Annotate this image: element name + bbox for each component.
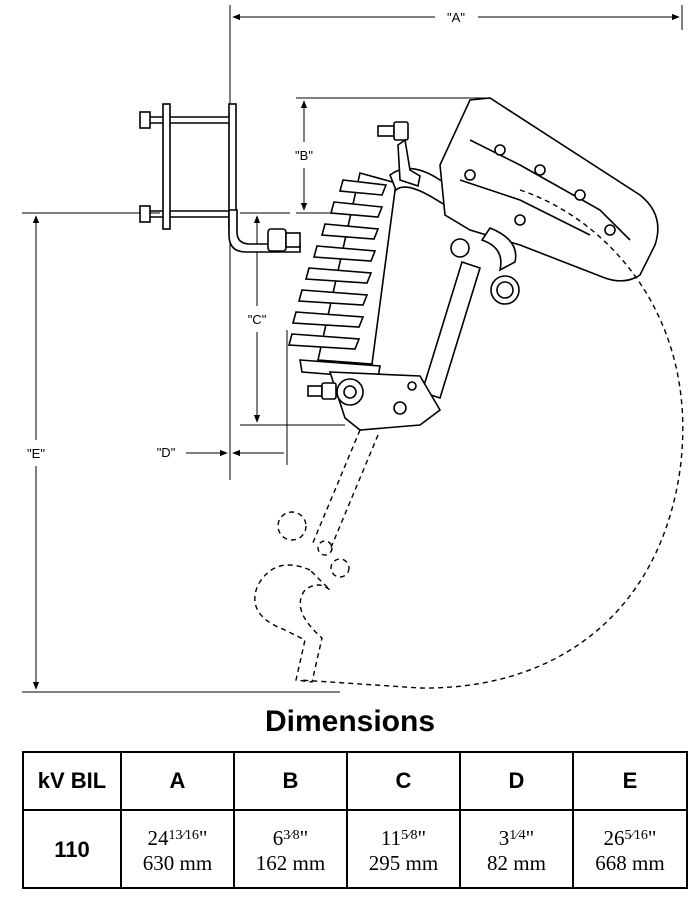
cell-b: 63⁄8" 162 mm — [233, 809, 348, 889]
dimension-d: "D" — [157, 330, 288, 465]
cell-a: 2413⁄16" 630 mm — [120, 809, 235, 889]
table-row: 110 2413⁄16" 630 mm 63⁄8" 162 mm 115⁄8" … — [22, 809, 688, 889]
header-a: A — [120, 751, 235, 811]
cell-a-inches: 2413⁄16" — [147, 825, 208, 850]
dimension-e: "E" — [22, 212, 340, 693]
table-header-row: kV BIL A B C D E — [22, 751, 688, 811]
cell-d-inches: 31⁄4" — [498, 825, 535, 850]
cell-b-mm: 162 mm — [255, 850, 326, 875]
dimension-c: "C" — [240, 212, 345, 426]
upper-contact-casting — [439, 97, 659, 305]
dropout-swing-path — [254, 189, 684, 689]
cell-c-mm: 295 mm — [368, 850, 439, 875]
cell-b-inches: 63⁄8" — [272, 825, 309, 850]
header-kv-bil: kV BIL — [22, 751, 122, 811]
label-e: "E" — [27, 446, 45, 461]
header-b: B — [233, 751, 348, 811]
label-b: "B" — [295, 148, 313, 163]
header-d: D — [459, 751, 574, 811]
insulator — [287, 172, 397, 365]
cell-a-mm: 630 mm — [142, 850, 213, 875]
cell-c-inches: 115⁄8" — [380, 825, 427, 850]
label-c: "C" — [248, 312, 267, 327]
top-terminal — [377, 121, 421, 188]
header-c: C — [346, 751, 461, 811]
cell-c: 115⁄8" 295 mm — [346, 809, 461, 889]
dimensions-title: Dimensions — [264, 705, 436, 738]
dimension-b: "B" — [295, 97, 490, 214]
mounting-bracket — [139, 103, 301, 253]
label-d: "D" — [157, 445, 176, 460]
bottom-contact-assembly — [299, 359, 442, 431]
label-a: "A" — [447, 10, 465, 25]
kv-bil-value: 110 — [22, 809, 122, 889]
dimensions-table: kV BIL A B C D E 110 2413⁄16" 630 mm 63⁄… — [22, 751, 688, 889]
cell-d: 31⁄4" 82 mm — [459, 809, 574, 889]
cell-e-mm: 668 mm — [595, 850, 665, 875]
header-e: E — [572, 751, 688, 811]
cell-e-inches: 265⁄16" — [603, 825, 657, 850]
cell-e: 265⁄16" 668 mm — [572, 809, 688, 889]
cutout-dimension-drawing: "A" "B" "C" "D" "E" — [22, 5, 684, 693]
cell-d-mm: 82 mm — [487, 850, 546, 875]
